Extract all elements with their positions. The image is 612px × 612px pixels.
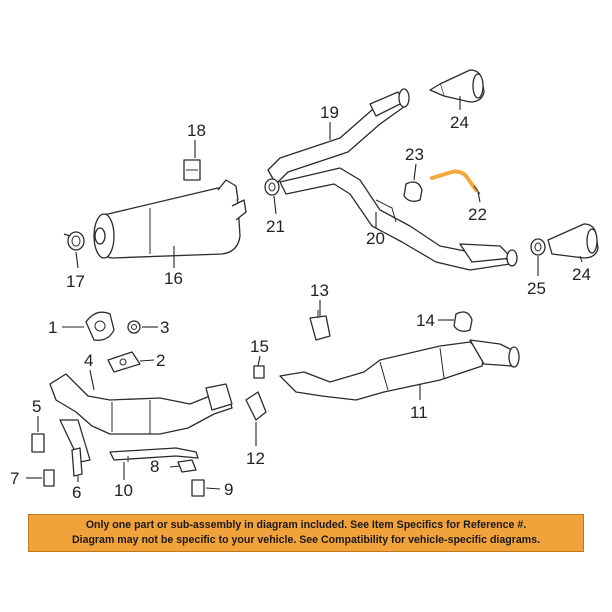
label-2: 2 xyxy=(156,351,165,370)
label-5: 5 xyxy=(32,397,41,416)
label-7: 7 xyxy=(10,469,19,488)
part-13-sensor xyxy=(309,310,331,341)
label-4: 4 xyxy=(84,351,93,370)
label-19: 19 xyxy=(320,103,339,122)
part-7-bolt xyxy=(43,469,55,487)
label-10: 10 xyxy=(114,481,133,500)
label-21: 21 xyxy=(266,217,285,236)
part-15-nut xyxy=(253,365,265,379)
label-20: 20 xyxy=(366,229,385,248)
label-15: 15 xyxy=(250,337,269,356)
part-11-catalytic-converter xyxy=(279,339,520,401)
compatibility-notice: Only one part or sub-assembly in diagram… xyxy=(28,514,584,552)
label-24-lower: 24 xyxy=(572,265,591,284)
label-23: 23 xyxy=(405,145,424,164)
label-16: 16 xyxy=(164,269,183,288)
part-8-bracket xyxy=(177,459,197,473)
part-22-bracket-highlighted xyxy=(430,169,481,195)
label-6: 6 xyxy=(72,483,81,502)
leader-lines xyxy=(26,96,583,490)
part-25-clamp xyxy=(530,238,546,256)
part-14-hanger xyxy=(453,311,473,332)
label-8: 8 xyxy=(150,457,159,476)
part-18-hanger xyxy=(183,159,201,181)
part-20-pipe xyxy=(279,167,518,271)
label-14: 14 xyxy=(416,311,435,330)
part-5-sensor xyxy=(31,433,45,453)
label-24-upper: 24 xyxy=(450,113,469,132)
part-23-hanger xyxy=(403,181,423,202)
part-2-gasket xyxy=(107,351,141,373)
part-19-pipe xyxy=(267,88,410,185)
part-24-tip-lower xyxy=(547,223,599,259)
label-9: 9 xyxy=(224,480,233,499)
label-17: 17 xyxy=(66,272,85,291)
part-3-nut xyxy=(127,320,141,334)
part-labels: 18 16 17 19 21 20 23 22 24 24 25 13 14 1… xyxy=(10,103,591,502)
label-1: 1 xyxy=(48,318,57,337)
notice-line-2: Diagram may not be specific to your vehi… xyxy=(71,534,541,546)
label-22: 22 xyxy=(468,205,487,224)
part-1-flange xyxy=(85,311,115,341)
part-12-hanger xyxy=(245,391,267,421)
part-10-heat-shield xyxy=(109,447,199,462)
label-12: 12 xyxy=(246,449,265,468)
part-21-clamp xyxy=(264,178,280,196)
label-13: 13 xyxy=(310,281,329,300)
label-11: 11 xyxy=(410,403,428,422)
part-9-bolt xyxy=(191,479,205,497)
notice-line-1: Only one part or sub-assembly in diagram… xyxy=(85,519,527,531)
part-24-tip-upper xyxy=(429,69,485,103)
label-18: 18 xyxy=(187,121,206,140)
label-3: 3 xyxy=(160,318,169,337)
label-25: 25 xyxy=(527,279,546,298)
part-6-bracket xyxy=(71,447,83,477)
part-4-converter-pipe xyxy=(49,373,233,463)
part-17-clamp xyxy=(63,231,85,251)
part-16-muffler xyxy=(93,179,247,259)
